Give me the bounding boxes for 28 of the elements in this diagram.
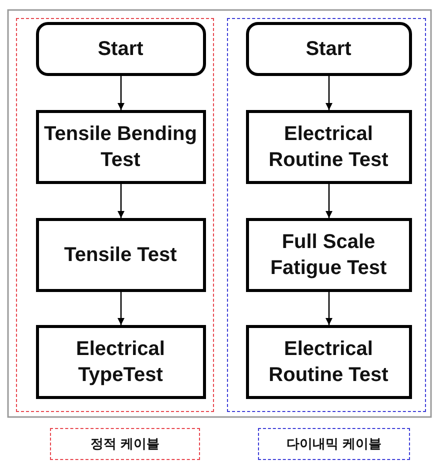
- node-label: 정적 케이블: [90, 436, 160, 452]
- node-label: Start: [98, 36, 144, 62]
- node-label: Electrical TypeTest: [75, 336, 166, 388]
- dashed-panel: [16, 18, 214, 412]
- node-label: Electrical Routine Test: [268, 336, 390, 388]
- process-box: [246, 324, 412, 398]
- arrow: [326, 184, 332, 218]
- dashed-panel: [227, 18, 426, 412]
- node-label: Electrical Routine Test: [268, 122, 390, 172]
- arrow: [118, 184, 124, 218]
- process-box: [36, 218, 206, 292]
- node-label: 다이내믹 케이블: [286, 436, 382, 452]
- arrow: [326, 76, 332, 110]
- node-label: Tensile Test: [64, 242, 177, 268]
- arrow: [118, 76, 124, 110]
- process-box: [36, 110, 206, 184]
- arrow: [118, 292, 124, 325]
- process-box: [246, 110, 412, 184]
- node-label: Full Scale Fatigue Test: [269, 230, 388, 280]
- node-label: Tensile Bending Test: [43, 122, 198, 172]
- process-box: [36, 324, 206, 398]
- legend-box: [50, 428, 200, 460]
- node-label: Start: [306, 36, 352, 62]
- legend-box: [258, 428, 410, 460]
- start-terminal: [36, 22, 206, 76]
- process-box: [246, 218, 412, 292]
- start-terminal: [246, 22, 412, 76]
- arrow: [326, 292, 332, 325]
